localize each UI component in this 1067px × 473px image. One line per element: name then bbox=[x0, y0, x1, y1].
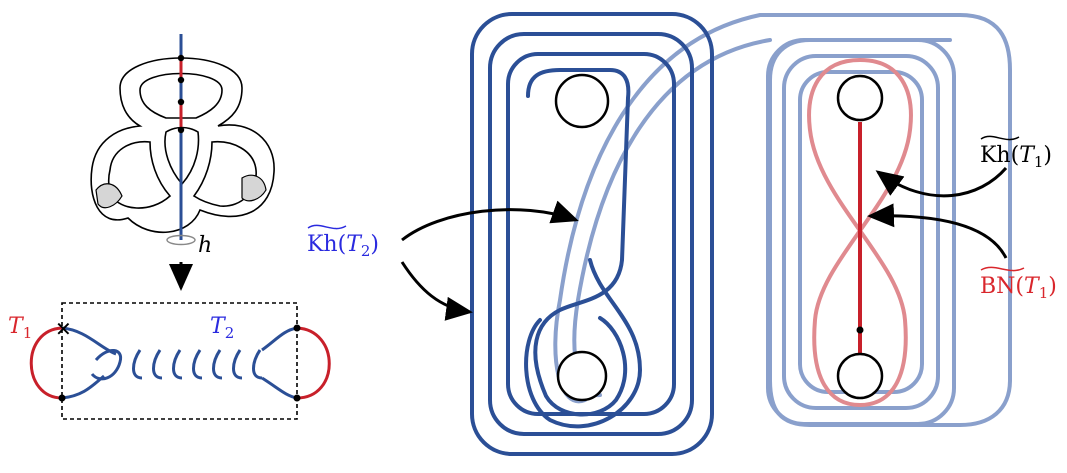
t2-strand-top bbox=[61, 326, 117, 356]
kh-t2-tilde bbox=[307, 224, 347, 230]
arrow-kh-t2-lower bbox=[400, 261, 473, 321]
t2-twist-1 bbox=[90, 349, 123, 381]
light-blue-loop-1 bbox=[766, 38, 956, 426]
t2-twist-7 bbox=[232, 349, 243, 380]
t2-twist-2 bbox=[132, 349, 143, 380]
bn-t1-tilde bbox=[980, 266, 1025, 272]
t2-strand-right-top bbox=[261, 326, 298, 352]
kh-t2-curves: ✻ bbox=[470, 12, 1012, 456]
t2-strand-right-bottom bbox=[261, 376, 298, 400]
t1-label: T1 bbox=[8, 314, 32, 342]
kh-t1-tilde bbox=[980, 135, 1020, 141]
dark-blue-inner-loop bbox=[526, 68, 631, 417]
puncture-bottom-middle bbox=[556, 350, 608, 402]
t1-arc-left bbox=[29, 326, 63, 400]
axis-dot bbox=[177, 126, 185, 134]
axis-dot bbox=[177, 54, 185, 62]
t2-twist-6 bbox=[212, 349, 223, 380]
t2-twist-4 bbox=[172, 349, 183, 380]
dark-blue-figure-loop bbox=[524, 258, 643, 429]
t2-twist-8 bbox=[252, 349, 263, 380]
shaded-region-right bbox=[241, 174, 267, 202]
kh-t1-label: Kh(T1) bbox=[980, 143, 1052, 171]
basepoint-star-icon: ✕ bbox=[55, 317, 72, 341]
axis-dot bbox=[177, 98, 185, 106]
rotation-label-h: h bbox=[198, 233, 212, 258]
shaded-region-left bbox=[95, 183, 123, 209]
t1-arc-right bbox=[296, 326, 331, 400]
arrow-kh-t1 bbox=[875, 167, 1008, 198]
t2-label: T2 bbox=[210, 314, 234, 342]
knot-band-inner-right bbox=[192, 140, 257, 207]
puncture-bottom-right bbox=[836, 352, 884, 400]
tangle-endpoint bbox=[293, 394, 301, 402]
arrow-bn-t1 bbox=[867, 203, 1008, 259]
puncture-top-right bbox=[836, 74, 884, 122]
tangle-decomposition: ✕ T1 T2 bbox=[8, 302, 331, 420]
axis-dot bbox=[177, 76, 185, 84]
t2-twist-3 bbox=[152, 349, 163, 380]
kh-t1-curves bbox=[766, 38, 956, 426]
bn-t1-label: BN(T1) bbox=[980, 274, 1057, 302]
annotation-arrows bbox=[400, 167, 1008, 321]
light-blue-loop-2 bbox=[782, 54, 940, 410]
light-blue-long-loop-outer bbox=[553, 13, 1012, 427]
rotation-ellipse bbox=[166, 234, 196, 246]
t2-twist-5 bbox=[192, 349, 203, 380]
bn-figure-eight bbox=[807, 57, 913, 408]
dashed-tangle-box bbox=[61, 302, 298, 420]
tangle-endpoint bbox=[293, 324, 301, 332]
tangle-endpoint bbox=[58, 394, 66, 402]
knot-illustration: h bbox=[90, 34, 275, 291]
special-puncture bbox=[554, 73, 610, 129]
dark-blue-loop-2 bbox=[488, 32, 694, 436]
kh-t2-label: Kh(T2) bbox=[307, 232, 379, 260]
arrow-kh-t2-upper bbox=[401, 200, 579, 242]
dark-blue-loop-1 bbox=[470, 12, 714, 456]
bn-dot bbox=[856, 326, 864, 334]
